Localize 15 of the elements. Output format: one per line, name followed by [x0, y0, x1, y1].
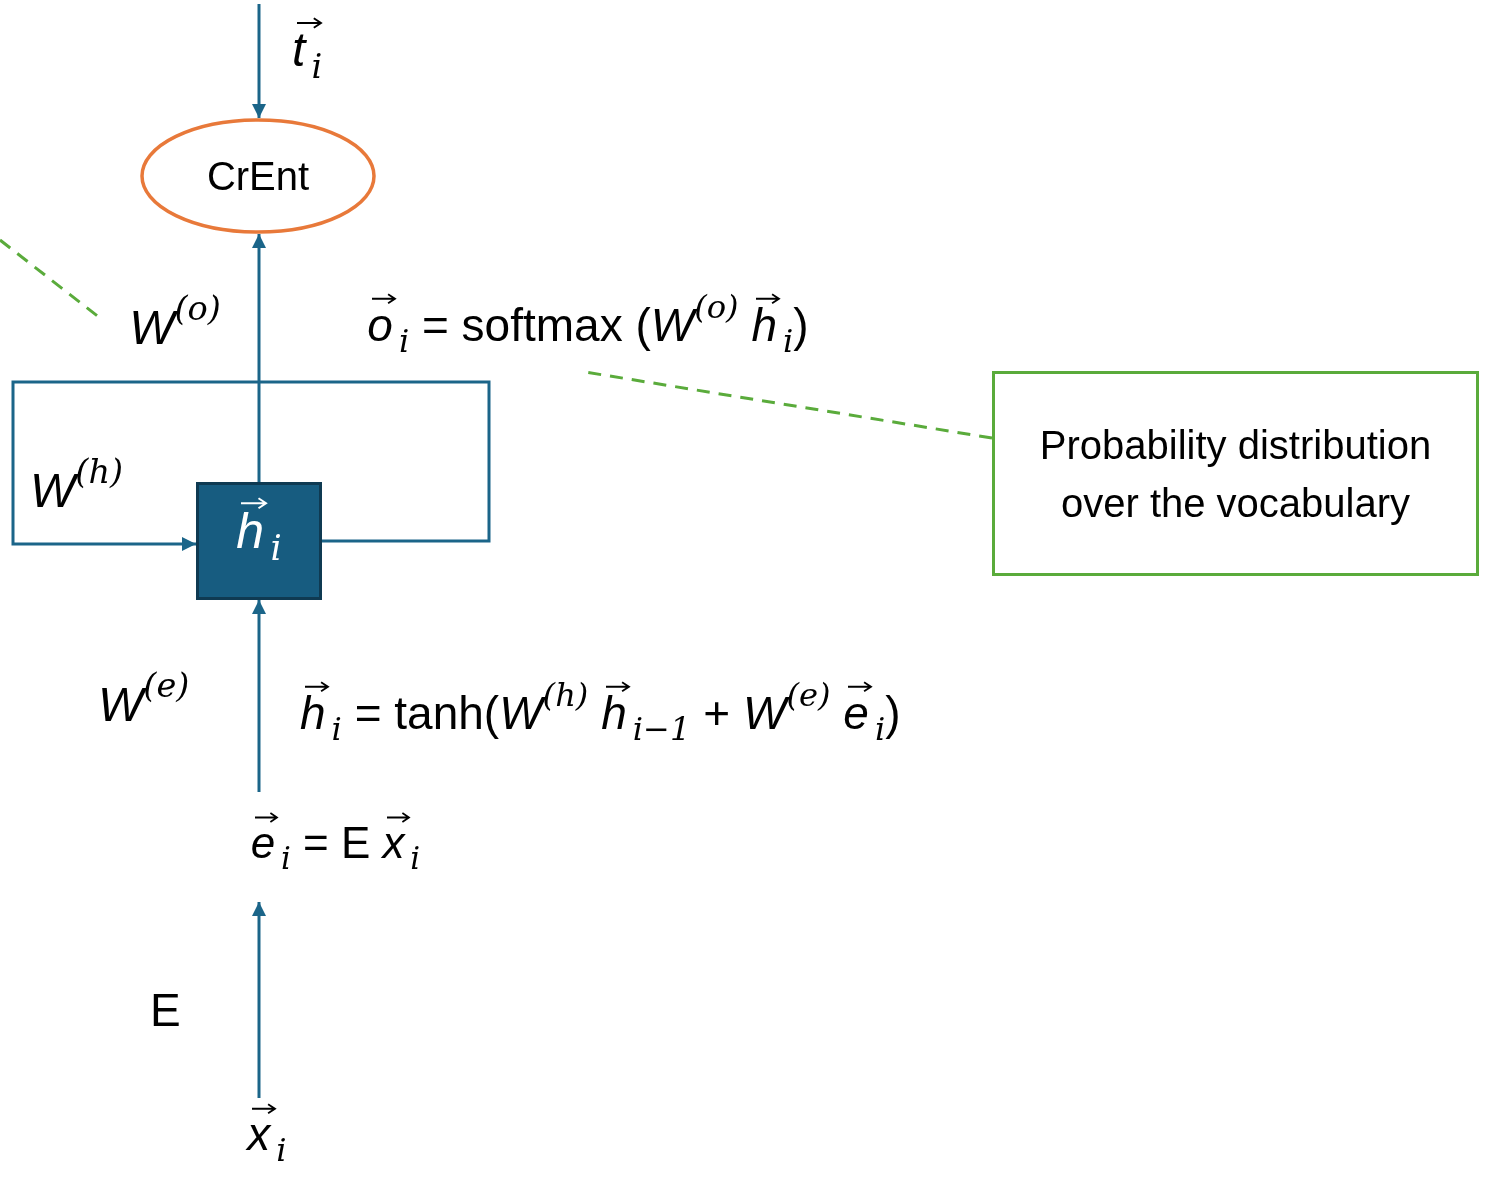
weight-label: W$^{(e)}$ [98, 668, 190, 732]
formula-text: o⃗$_{i}$ = softmax (W$^{(o)}$ h⃗$_{i}$) [367, 290, 809, 360]
weight-label: W$^{(h)}$ [30, 453, 124, 518]
arrow [252, 234, 266, 482]
formula-text: h⃗$_{i}$ = tanh(W$^{(h)}$ h⃗$_{i−1}$ + W$^{(e)}$ e⃗$_{i}$) [300, 678, 901, 748]
callout-text: Probability distribution over the vocabulary [1038, 421, 1433, 527]
matrix-label: E [150, 984, 181, 1036]
callout-box [992, 371, 1479, 576]
arrow [11, 380, 491, 551]
hidden-state-box [196, 482, 322, 600]
arrow [252, 4, 266, 118]
loss-label: CrEnt [206, 154, 310, 198]
arrow [252, 902, 266, 1098]
weight-label: W$^{(o)}$ [100, 285, 250, 360]
arrow [252, 600, 266, 792]
